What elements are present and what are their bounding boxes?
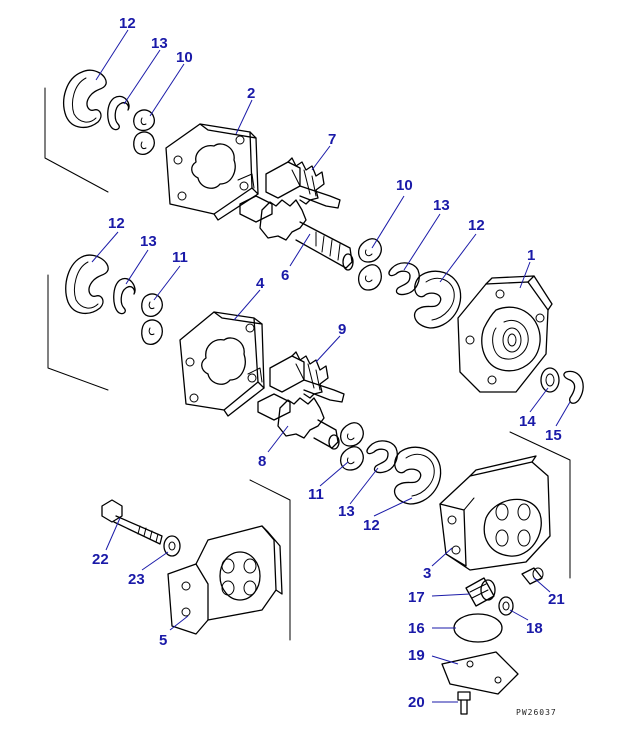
- part-seal-12-lower: [65, 254, 109, 314]
- callout-6: 6: [281, 267, 289, 284]
- callout-13-mid-lower: 13: [338, 503, 355, 520]
- callout-3: 3: [423, 565, 431, 582]
- lower-bracket: [249, 479, 291, 641]
- callout-11-lower: 11: [172, 249, 188, 266]
- part-driven-gear-8: [257, 393, 340, 450]
- callout-15: 15: [545, 427, 562, 444]
- callout-17: 17: [408, 589, 425, 606]
- callout-22: 22: [92, 551, 109, 568]
- part-washer-23: [163, 535, 181, 557]
- callout-9: 9: [338, 321, 346, 338]
- callout-4: 4: [256, 275, 265, 292]
- part-screw-20: [457, 691, 471, 715]
- callout-10: 10: [176, 49, 193, 66]
- callout-10-mid: 10: [396, 177, 413, 194]
- part-seal-12-top: [63, 69, 107, 128]
- callout-1: 1: [527, 247, 535, 264]
- part-bearing-17: [465, 577, 496, 607]
- middle-bracket: [47, 274, 109, 391]
- part-name-plate-19: [441, 651, 519, 695]
- part-plate-11-mid: [339, 422, 364, 471]
- callout-labels: 12 13 10 2 7 6 10 13 12 1 12 13 11 4 9 8…: [92, 15, 565, 717]
- callout-2: 2: [247, 85, 255, 102]
- part-drive-shaft-6: [239, 195, 354, 271]
- part-driven-gear-9: [269, 351, 345, 403]
- part-ring-18: [498, 596, 514, 616]
- part-backup-ring-13-lower: [113, 277, 136, 315]
- part-gear-case-2: [165, 123, 259, 221]
- part-bolt-22: [101, 499, 163, 545]
- callout-13-lower: 13: [140, 233, 157, 250]
- part-backup-ring-13-mid: [388, 262, 420, 296]
- part-gear-case-4: [179, 311, 265, 417]
- callout-8: 8: [258, 453, 266, 470]
- callout-5: 5: [159, 632, 167, 649]
- callout-19: 19: [408, 647, 425, 664]
- part-rear-cover-5: [167, 525, 283, 635]
- part-snap-ring-15: [563, 370, 584, 404]
- callout-12: 12: [119, 15, 136, 32]
- part-seal-12-mid-lower: [393, 446, 442, 505]
- callout-20: 20: [408, 694, 425, 711]
- part-plate-10-top: [133, 109, 155, 155]
- callout-13: 13: [151, 35, 168, 52]
- part-oil-seal-14: [540, 367, 560, 393]
- part-drive-gear-7: [265, 157, 341, 209]
- part-backup-ring-13-mid-lower: [366, 440, 398, 474]
- part-front-cover-1: [457, 275, 553, 393]
- part-bushing-21: [521, 567, 544, 585]
- part-o-ring-16: [453, 613, 503, 643]
- callout-12-mid: 12: [468, 217, 485, 234]
- callout-21: 21: [548, 591, 565, 608]
- callout-13-mid: 13: [433, 197, 450, 214]
- callout-12-mid-lower: 12: [363, 517, 380, 534]
- part-plate-10-mid: [357, 238, 382, 291]
- callout-14: 14: [519, 413, 536, 430]
- part-plate-11-lower: [141, 293, 163, 345]
- upper-bracket: [44, 87, 109, 193]
- callout-16: 16: [408, 620, 425, 637]
- drawing-code: PW26037: [516, 708, 557, 717]
- part-rear-case-3: [439, 431, 571, 579]
- part-backup-ring-13-top: [107, 95, 130, 131]
- callout-12-lower: 12: [108, 215, 125, 232]
- callout-23: 23: [128, 571, 145, 588]
- callout-7: 7: [328, 131, 336, 148]
- part-seal-12-mid: [413, 270, 462, 329]
- leader-lines: [91, 29, 571, 703]
- callout-18: 18: [526, 620, 543, 637]
- callout-11-mid: 11: [308, 486, 324, 503]
